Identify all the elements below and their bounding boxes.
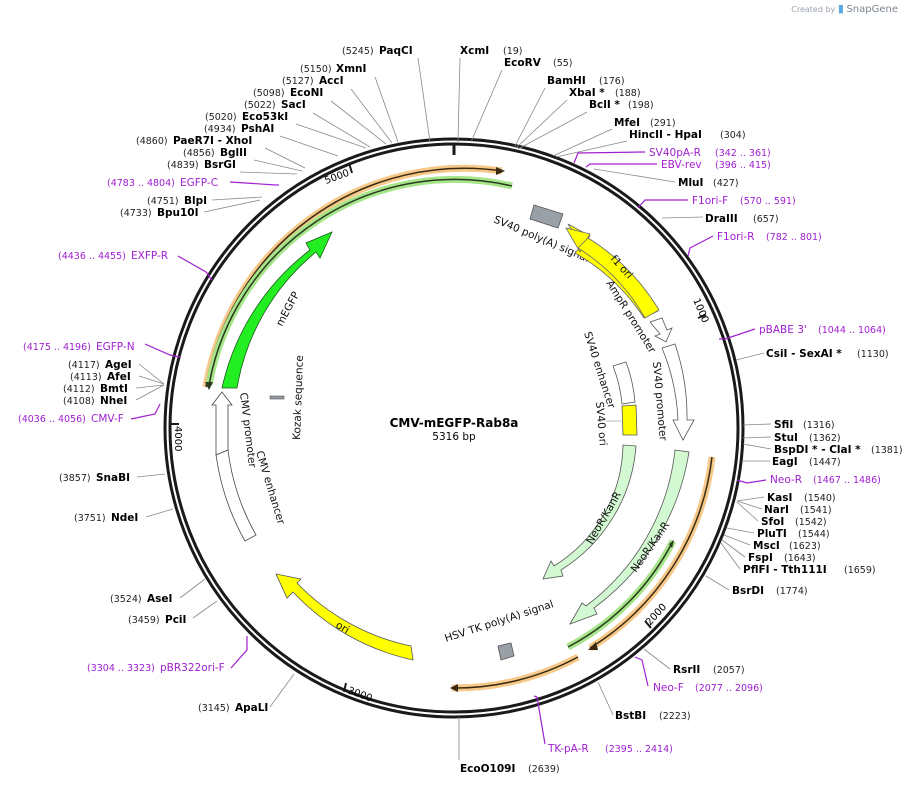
enzyme-draiii[interactable]: DraIII (657) — [705, 207, 779, 226]
primer-neo-f[interactable]: Neo-F (2077 .. 2096) — [653, 676, 763, 695]
enzyme-ndei[interactable]: (3751) NdeI — [74, 506, 138, 525]
feature-f1-ori[interactable]: f1 ori — [565, 223, 660, 319]
primer-labels: SV40pA-R (342 .. 361) EBV-rev (396 .. 41… — [18, 141, 886, 756]
enzyme-bmti[interactable]: (4112) BmtI — [63, 377, 128, 396]
enzyme-paer7i-xhoi[interactable]: (4860) PaeR7I - XhoI — [136, 129, 252, 148]
enzyme-saci[interactable]: (5022) SacI — [244, 93, 306, 112]
plasmid-length: 5316 bp — [432, 431, 476, 443]
orf-arc-right — [588, 456, 716, 651]
enzyme-agei[interactable]: (4117) AgeI — [68, 353, 132, 372]
enzyme-asei[interactable]: (3524) AseI — [110, 587, 172, 606]
enzyme-hincii-hpai[interactable]: HincII - HpaI (304) — [629, 123, 746, 142]
snapgene-credit: Created by ▮ SnapGene — [791, 2, 898, 15]
enzyme-bstbi[interactable]: BstBI (2223) — [615, 704, 691, 723]
feature-sv40-enhancer[interactable]: SV40 enhancer — [581, 330, 636, 411]
svg-text:SV40 promoter: SV40 promoter — [650, 361, 669, 442]
feature-ori[interactable]: ori — [275, 573, 414, 661]
enzyme-sfii[interactable]: SfiI (1316) — [774, 413, 835, 432]
enzyme-pluti[interactable]: PluTI (1544) — [757, 522, 830, 541]
enzyme-xcmi[interactable]: XcmI (19) — [460, 39, 523, 58]
enzyme-leaders — [135, 57, 772, 760]
feature-hsv-tk-polya-signal[interactable]: HSV TK poly(A) signal — [443, 598, 555, 661]
enzyme-msci[interactable]: MscI (1623) — [753, 534, 821, 553]
primer-pbr322ori-f[interactable]: (3304 .. 3323) pBR322ori-F — [87, 656, 225, 675]
enzyme-afei[interactable]: (4113) AfeI — [70, 365, 131, 384]
primer-tk-pa-r[interactable]: TK-pA-R (2395 .. 2414) — [547, 737, 673, 756]
orf-arc-bottom — [450, 653, 580, 692]
enzyme-bamhi[interactable]: BamHI (176) — [547, 69, 625, 88]
enzyme-paqci[interactable]: (5245) PaqCI — [342, 39, 413, 58]
enzyme-pshai[interactable]: (4934) PshAI — [204, 117, 274, 136]
credit-brand: SnapGene — [846, 4, 898, 15]
enzyme-ecorv[interactable]: EcoRV (55) — [504, 51, 573, 70]
enzyme-rsrii[interactable]: RsrII (2057) — [673, 658, 745, 677]
primer-sv40pa-r[interactable]: SV40pA-R (342 .. 361) — [649, 141, 771, 160]
orf-arc-green-top — [205, 175, 513, 390]
enzyme-acci[interactable]: (5127) AccI — [282, 69, 343, 88]
primer-f1ori-r[interactable]: F1ori-R (782 .. 801) — [717, 225, 822, 244]
enzyme-xmni[interactable]: (5150) XmnI — [300, 57, 366, 76]
enzyme-mfei[interactable]: MfeI (291) — [614, 111, 676, 130]
svg-text:5000: 5000 — [323, 168, 351, 187]
enzyme-labels: (5245) PaqCI XcmI (19) EcoRV (55) (5150)… — [59, 39, 903, 776]
enzyme-kasi[interactable]: KasI (1540) — [767, 486, 836, 505]
credit-prefix: Created by — [791, 5, 836, 14]
enzyme-csii-sexai[interactable]: CsiI - SexAI * (1130) — [766, 342, 889, 361]
enzyme-mlui[interactable]: MluI (427) — [678, 171, 739, 190]
enzyme-nari[interactable]: NarI (1541) — [764, 498, 832, 517]
feature-kozak-sequence[interactable]: Kozak sequence — [269, 355, 306, 440]
primer-f1ori-f[interactable]: F1ori-F (570 .. 591) — [692, 189, 796, 208]
enzyme-nhei[interactable]: (4108) NheI — [63, 389, 127, 408]
enzyme-eco53ki[interactable]: (5020) Eco53kI — [205, 105, 288, 124]
primer-pbabe-3[interactable]: pBABE 3' (1044 .. 1064) — [759, 318, 886, 337]
primer-egfp-n[interactable]: (4175 .. 4196) EGFP-N — [23, 335, 135, 354]
svg-text:NeoR/KanR: NeoR/KanR — [629, 520, 672, 575]
enzyme-blpi[interactable]: (4751) BlpI — [147, 189, 207, 208]
svg-text:4000: 4000 — [172, 426, 183, 451]
enzyme-apali[interactable]: (3145) ApaLI — [198, 696, 268, 715]
feature-sv40-ori[interactable]: SV40 ori — [593, 401, 638, 446]
enzyme-bsrdi[interactable]: BsrDI (1774) — [732, 579, 808, 598]
primer-exfp-r[interactable]: (4436 .. 4455) EXFP-R — [58, 244, 168, 263]
enzyme-pcii[interactable]: (3459) PciI — [128, 608, 186, 627]
enzyme-econi[interactable]: (5098) EcoNI — [253, 81, 323, 100]
svg-text:SV40 ori: SV40 ori — [593, 401, 609, 446]
plasmid-name: CMV-mEGFP-Rab8a — [390, 416, 519, 430]
enzyme-snabi[interactable]: (3857) SnaBI — [59, 466, 130, 485]
enzyme-ecoo109i[interactable]: EcoO109I (2639) — [460, 757, 560, 776]
primer-neo-r[interactable]: Neo-R (1467 .. 1486) — [770, 468, 881, 487]
primer-egfp-c[interactable]: (4783 .. 4804) EGFP-C — [107, 171, 218, 190]
tick-4000: 4000 — [170, 423, 183, 451]
primer-ebv-rev[interactable]: EBV-rev (396 .. 415) — [661, 153, 771, 172]
svg-text:Kozak sequence: Kozak sequence — [291, 355, 306, 440]
enzyme-fspi[interactable]: FspI (1643) — [748, 546, 816, 565]
svg-text:HSV TK poly(A) signal: HSV TK poly(A) signal — [443, 598, 555, 645]
enzyme-pflfi-tth111i[interactable]: PflFI - Tth111I (1659) — [743, 558, 876, 577]
enzyme-eagi[interactable]: EagI (1447) — [772, 450, 841, 469]
snapgene-logo-icon: ▮ — [837, 2, 844, 15]
enzyme-bspdi-clai[interactable]: BspDI * - ClaI * (1381) — [774, 438, 903, 457]
primer-leaders — [130, 151, 767, 745]
svg-text:mEGFP: mEGFP — [274, 290, 302, 329]
enzyme-sfoi[interactable]: SfoI (1542) — [761, 510, 827, 529]
primer-cmv-f[interactable]: (4036 .. 4056) CMV-F — [18, 407, 124, 426]
enzyme-xbai[interactable]: XbaI * (188) — [569, 81, 641, 100]
enzyme-stui[interactable]: StuI (1362) — [774, 426, 841, 445]
enzyme-bcli[interactable]: BclI * (198) — [589, 93, 654, 112]
feature-sv40-promoter[interactable]: SV40 promoter — [650, 343, 695, 442]
orf-arc-green-right — [566, 539, 677, 651]
svg-text:NeoR/KanR: NeoR/KanR — [584, 490, 624, 547]
enzyme-bpu10i[interactable]: (4733) Bpu10I — [120, 201, 199, 220]
svg-text:ori: ori — [334, 619, 352, 636]
enzyme-bglii[interactable]: (4856) BglII — [183, 141, 247, 160]
svg-text:SV40 enhancer: SV40 enhancer — [581, 330, 617, 410]
svg-text:CMV enhancer: CMV enhancer — [253, 449, 287, 526]
plasmid-title: CMV-mEGFP-Rab8a 5316 bp — [390, 416, 519, 443]
enzyme-bsrgi[interactable]: (4839) BsrGI — [167, 153, 236, 172]
feature-neor-kanr-inner[interactable]: NeoR/KanR — [542, 444, 637, 580]
